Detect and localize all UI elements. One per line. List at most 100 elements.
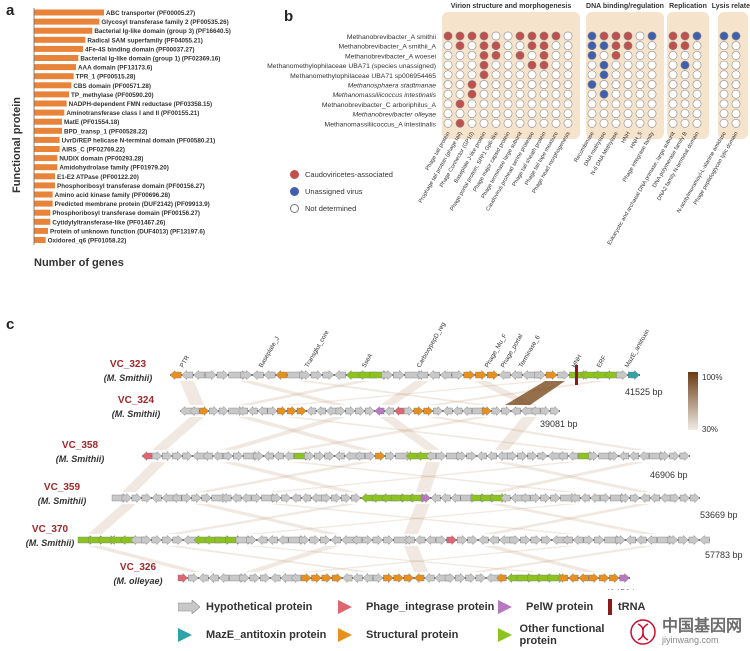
presence-dot <box>455 99 465 109</box>
gene-arrow <box>239 573 250 583</box>
presence-dot <box>599 51 609 60</box>
gene-arrow <box>639 493 650 503</box>
presence-dot <box>680 99 690 109</box>
presence-dot <box>539 60 549 70</box>
bar <box>34 182 55 189</box>
gene-arrow <box>309 535 321 545</box>
presence-dot <box>692 80 702 89</box>
presence-dot <box>599 80 609 89</box>
bar <box>34 73 74 80</box>
presence-dot <box>563 31 573 41</box>
gene-arrow <box>509 535 521 545</box>
presence-dot <box>731 80 741 89</box>
gene-arrow <box>510 370 523 380</box>
gene-arrow <box>172 451 183 461</box>
presence-dot <box>635 80 645 89</box>
presence-dot <box>443 89 453 99</box>
bar-label: Glycosyl transferase family 2 (PF00535.2… <box>101 19 228 26</box>
gene-arrow <box>463 370 476 380</box>
presence-dot <box>479 60 489 70</box>
identity-max-label: 100% <box>702 373 722 382</box>
bar <box>34 45 83 52</box>
presence-dot <box>479 41 489 51</box>
presence-dot <box>539 118 549 128</box>
bar-label: AAA domain (PF13173.6) <box>78 65 152 72</box>
presence-dot <box>587 80 597 89</box>
presence-dot <box>527 89 537 99</box>
gene-arrow <box>251 493 262 503</box>
gene-arrow <box>679 451 690 461</box>
host-label: Methanomassiliicoccus_A intestinalis <box>325 121 437 128</box>
host-label: Methanobrevibacter_C arboriphilus_A <box>322 102 437 109</box>
similarity-link <box>494 417 537 450</box>
genome-id: VC_326 <box>120 562 157 573</box>
gene-arrow <box>456 451 467 461</box>
presence-dot <box>692 99 702 109</box>
panel-c-legend: Hypothetical protein Phage_integrase pro… <box>178 599 646 647</box>
gene-arrow <box>384 406 395 416</box>
similarity-link <box>195 462 372 492</box>
bar-label: NUDIX domain (PF00293.28) <box>59 156 143 163</box>
gene-arrow <box>530 493 541 503</box>
presence-dot <box>527 60 537 70</box>
gene-arrow <box>221 493 232 503</box>
gene-arrow <box>413 573 425 583</box>
presence-dot <box>635 60 645 70</box>
gene-arrow <box>310 370 323 380</box>
gene-arrow <box>277 406 287 416</box>
presence-dot <box>731 118 741 128</box>
presence-dot <box>551 70 561 80</box>
gene-arrow <box>404 535 415 545</box>
similarity-link <box>301 546 576 572</box>
host-label: Methanobrevibacter olleyae <box>352 112 436 119</box>
gene-name-label: Transglut_core <box>304 329 331 369</box>
panel-c-letter: c <box>6 316 15 333</box>
gene-arrow <box>271 493 282 503</box>
gene-arrow <box>198 573 209 583</box>
presence-dot <box>539 99 549 109</box>
presence-dot <box>680 109 690 118</box>
gene-arrow <box>567 451 579 461</box>
bar <box>34 218 51 225</box>
presence-dot <box>647 41 657 51</box>
bar-label: AIRS_C (PF02769.22) <box>62 147 125 154</box>
presence-dot <box>503 118 513 128</box>
gene-arrow <box>256 535 268 545</box>
gene-arrow <box>500 493 511 503</box>
identity-min-label: 30% <box>702 425 718 434</box>
gene-arrow <box>151 493 162 503</box>
gene-arrow <box>572 535 584 545</box>
gray-arrow-icon <box>178 600 200 614</box>
presence-dot <box>719 118 729 128</box>
genome-length: 39081 bp <box>540 419 578 429</box>
presence-dot <box>731 89 741 99</box>
gene-arrow <box>403 573 415 583</box>
gene-arrow <box>625 535 636 545</box>
presence-dot <box>731 51 741 60</box>
bar-label: TPR_1 (PF00515.28) <box>76 74 136 81</box>
genome-length: 53669 bp <box>700 510 738 520</box>
gene-arrow <box>646 535 658 545</box>
similarity-link <box>238 381 347 405</box>
genome-length: 41525 bp <box>625 387 663 397</box>
presence-dot <box>623 118 633 128</box>
genome-length: 46906 bp <box>650 470 688 480</box>
presence-dot <box>719 51 729 60</box>
gene-arrow <box>428 370 440 380</box>
presence-dot <box>719 80 729 89</box>
gene-arrow <box>394 406 404 416</box>
presence-dot <box>668 60 678 70</box>
presence-dot <box>635 41 645 51</box>
gene-arrow <box>667 535 679 545</box>
watermark: 中国基因网 jiyinwang.com <box>630 618 742 645</box>
gene-arrow <box>320 535 331 545</box>
presence-dot <box>731 99 741 109</box>
presence-dot <box>731 70 741 80</box>
similarity-link <box>404 546 428 572</box>
presence-dot <box>539 51 549 60</box>
genome-id: VC_359 <box>44 482 81 493</box>
presence-dot <box>467 109 477 118</box>
gene-arrow <box>188 573 199 583</box>
trna-marker <box>575 365 578 385</box>
